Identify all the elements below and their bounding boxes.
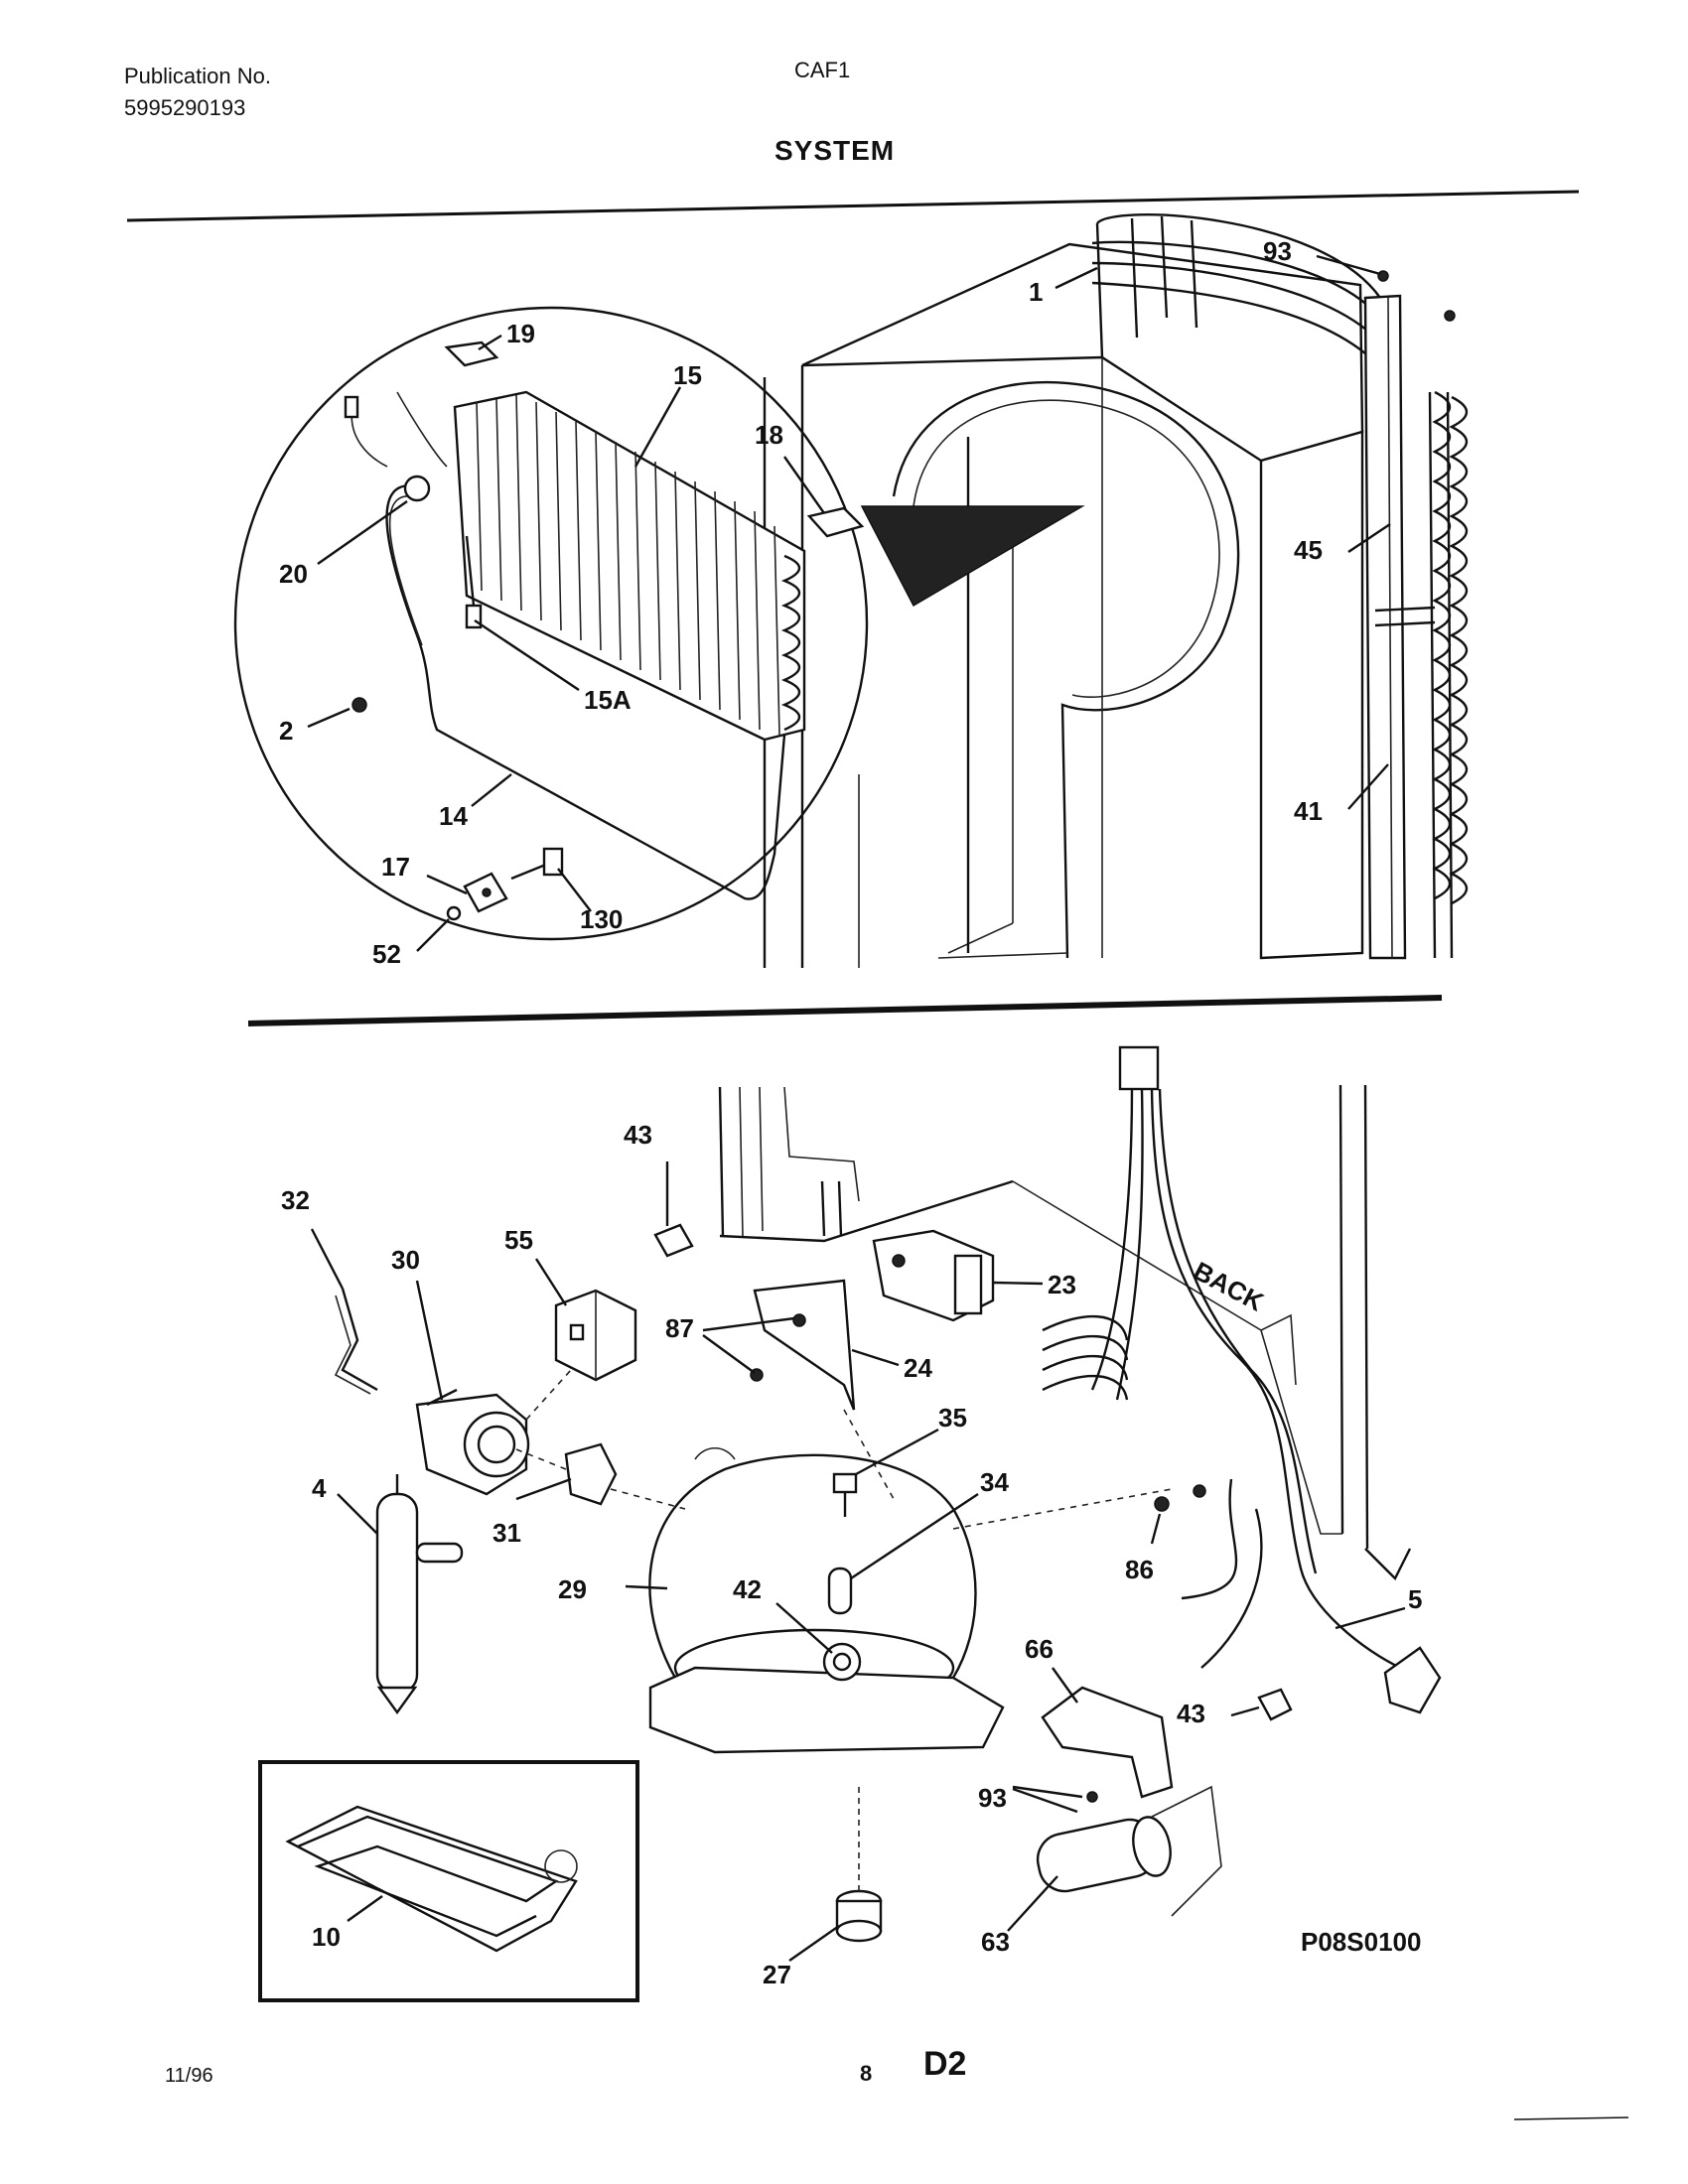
run-capacitor xyxy=(1036,1785,1222,1917)
screw-icon xyxy=(1154,1496,1170,1512)
callout-label: 43 xyxy=(624,1120,652,1150)
callout-label: 45 xyxy=(1294,535,1323,565)
footer-rule xyxy=(1513,2116,1629,2120)
footer-section-code: D2 xyxy=(923,2045,967,2083)
screw-icon xyxy=(792,1313,806,1327)
callout-label: 34 xyxy=(980,1467,1009,1497)
defrost-timer xyxy=(753,1229,995,1411)
diagram-reference-code: P08S0100 xyxy=(1301,1927,1421,1957)
top-rule xyxy=(126,190,1580,222)
terminal-cover xyxy=(564,1442,618,1506)
condenser-coil xyxy=(1091,213,1469,959)
callout-label: 27 xyxy=(763,1960,791,1989)
publication-label: Publication No. xyxy=(124,64,271,88)
callout-label: 63 xyxy=(981,1927,1010,1957)
detail-inset-circle xyxy=(233,306,869,941)
evaporator-coil xyxy=(344,390,806,900)
washer-icon xyxy=(446,905,462,921)
callout-label: 86 xyxy=(1125,1555,1154,1584)
publication-number: 5995290193 xyxy=(124,95,246,120)
callout-label: 30 xyxy=(391,1245,420,1275)
callout-label: 14 xyxy=(439,801,468,831)
callout-label: 93 xyxy=(1263,236,1292,266)
callout-label: 18 xyxy=(755,420,783,450)
callout-label: 41 xyxy=(1294,796,1323,826)
insulation-pad xyxy=(444,341,499,367)
ground-wire xyxy=(341,1288,378,1392)
callout-label: 15A xyxy=(584,685,632,715)
middle-rule xyxy=(247,995,1443,1026)
zoom-pointer xyxy=(860,505,1085,608)
callout-label: 29 xyxy=(558,1574,587,1604)
start-relay xyxy=(554,1289,637,1382)
callout-label: 4 xyxy=(312,1473,327,1503)
callout-label: 35 xyxy=(938,1403,967,1433)
callout-label: 5 xyxy=(1408,1584,1422,1614)
bolt-icon xyxy=(510,847,564,881)
footer-page-number: 8 xyxy=(860,2061,873,2086)
overload-protector xyxy=(415,1388,530,1496)
cabinet-bracket-panel xyxy=(1363,294,1436,960)
clip-icon xyxy=(1257,1688,1293,1721)
screw-icon xyxy=(1377,270,1456,322)
callout-label: 42 xyxy=(733,1574,762,1604)
callout-label: 55 xyxy=(504,1225,533,1255)
filter-drier xyxy=(375,1474,464,1715)
callout-label: 52 xyxy=(372,939,401,969)
callout-label: 24 xyxy=(904,1353,932,1383)
callout-label: 10 xyxy=(312,1922,341,1952)
refrigerator-cabinet xyxy=(763,242,1364,968)
insulation-pad xyxy=(806,506,865,538)
wiring-harness xyxy=(1042,1045,1442,1714)
upper-leader-lines xyxy=(307,254,1391,952)
clip-icon xyxy=(653,1223,694,1258)
section-title: SYSTEM xyxy=(774,135,896,166)
callout-label: 20 xyxy=(279,559,308,589)
capacitor-bracket xyxy=(1041,1686,1174,1799)
callout-label: 66 xyxy=(1025,1634,1054,1664)
grommet-icon xyxy=(835,1889,883,1943)
heater-inset-box xyxy=(258,1760,639,2002)
callout-label: 31 xyxy=(492,1518,521,1548)
callout-label: 87 xyxy=(665,1313,694,1343)
lower-leader-lines xyxy=(310,1161,1406,1962)
callout-label: 23 xyxy=(1048,1270,1076,1299)
footer-date: 11/96 xyxy=(165,2065,213,2087)
screw-icon xyxy=(352,697,367,713)
callout-label: 19 xyxy=(506,319,535,348)
screw-icon xyxy=(832,1472,858,1517)
callout-label: 93 xyxy=(978,1783,1007,1813)
connection-lines xyxy=(515,1369,1173,1530)
cabinet-base xyxy=(718,1084,1412,1581)
callout-label: 17 xyxy=(381,852,410,882)
callout-label: 1 xyxy=(1029,277,1043,307)
callout-label: 15 xyxy=(673,360,702,390)
callout-label: 43 xyxy=(1177,1699,1205,1728)
callout-label: 130 xyxy=(580,904,623,934)
callout-label: 32 xyxy=(281,1185,310,1215)
callout-label: 2 xyxy=(279,716,293,746)
model-code: CAF1 xyxy=(794,58,851,82)
compressor xyxy=(648,1446,1005,1754)
screw-icon xyxy=(1086,1791,1098,1803)
